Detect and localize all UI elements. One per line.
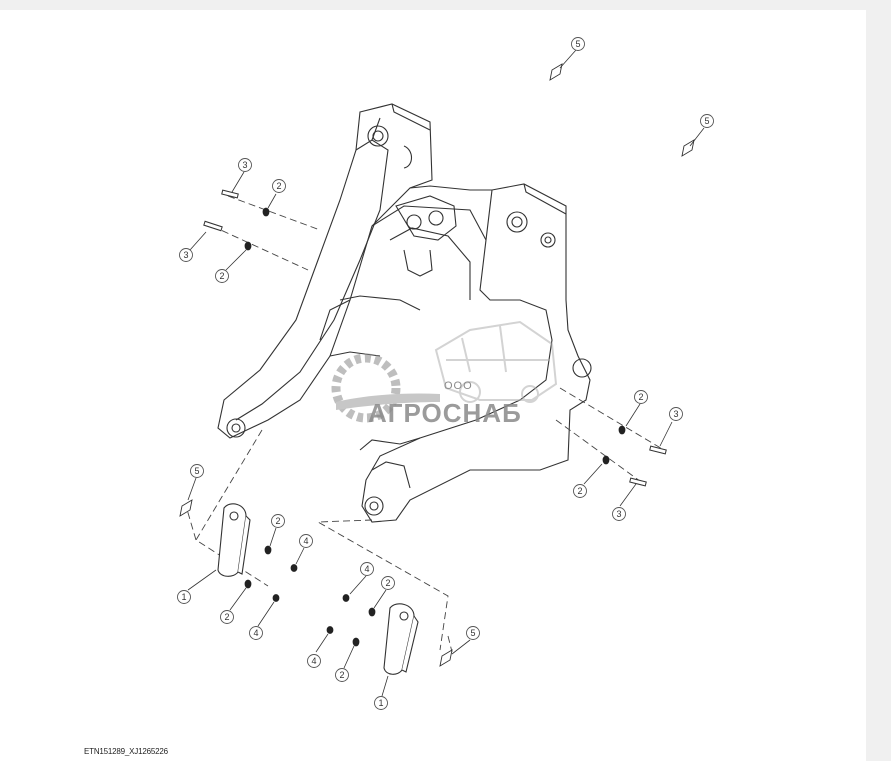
watermark-logo [331, 320, 558, 423]
callout-circle [238, 158, 252, 172]
callout-10: 3 [612, 507, 626, 521]
callout-circle [249, 626, 263, 640]
callout-number: 2 [219, 271, 224, 281]
callout-circle [335, 668, 349, 682]
callout-circle [669, 407, 683, 421]
callout-number: 1 [378, 698, 383, 708]
callout-number: 5 [470, 628, 475, 638]
callout-leaders [187, 49, 705, 697]
callout-number: 5 [575, 39, 580, 49]
watermark-prefix: ООО [444, 380, 473, 392]
callout-22: 5 [466, 626, 480, 640]
callout-number: 2 [275, 516, 280, 526]
boom-frame [217, 103, 592, 523]
callouts: 5 5 3 2 3 2 2 3 2 3 5 2 4 1 2 4 4 2 4 2 1 5 [177, 37, 714, 710]
callout-circle [374, 696, 388, 710]
callout-circle [571, 37, 585, 51]
callout-circle [190, 464, 204, 478]
washers-and-nuts [244, 207, 626, 647]
callout-number: 4 [303, 536, 308, 546]
callout-circle [299, 534, 313, 548]
callout-12: 2 [271, 514, 285, 528]
callout-16: 4 [249, 626, 263, 640]
callout-circle [272, 179, 286, 193]
plate-right [383, 603, 419, 675]
callout-15: 2 [220, 610, 234, 624]
callout-11: 5 [190, 464, 204, 478]
callout-number: 2 [224, 612, 229, 622]
bolts [203, 189, 667, 487]
callout-13: 4 [299, 534, 313, 548]
callout-circle [220, 610, 234, 624]
gear-icon [331, 353, 440, 423]
callout-number: 2 [577, 486, 582, 496]
callout-number: 3 [673, 409, 678, 419]
callout-circle [634, 390, 648, 404]
callout-number: 2 [385, 578, 390, 588]
plate-left [217, 503, 251, 577]
callout-number: 3 [242, 160, 247, 170]
callout-circle [700, 114, 714, 128]
callout-20: 2 [335, 668, 349, 682]
callout-3: 3 [238, 158, 252, 172]
callout-2: 5 [700, 114, 714, 128]
callout-6: 2 [215, 269, 229, 283]
callout-circle [466, 626, 480, 640]
callout-7: 2 [634, 390, 648, 404]
shims [179, 63, 695, 667]
callout-number: 1 [181, 592, 186, 602]
callout-number: 4 [364, 564, 369, 574]
callout-17: 4 [360, 562, 374, 576]
callout-circle [307, 654, 321, 668]
callout-number: 2 [276, 181, 281, 191]
bolt-upper-1 [221, 189, 239, 199]
callout-8: 3 [669, 407, 683, 421]
callout-number: 5 [704, 116, 709, 126]
callout-circle [573, 484, 587, 498]
callout-21: 1 [374, 696, 388, 710]
assembly-lines [185, 195, 665, 653]
callout-18: 2 [381, 576, 395, 590]
callout-number: 2 [638, 392, 643, 402]
bolt-upper-2 [203, 220, 223, 232]
callout-number: 4 [311, 656, 316, 666]
callout-5: 3 [179, 248, 193, 262]
callout-number: 3 [183, 250, 188, 260]
figure-id: ETN151289_XJ1265226 [84, 747, 168, 756]
callout-circle [360, 562, 374, 576]
bolt-right-1 [649, 445, 667, 455]
harvester-icon [434, 320, 558, 403]
callout-number: 5 [194, 466, 199, 476]
callout-circle [177, 590, 191, 604]
diagram-sheet [0, 10, 866, 761]
callout-circle [271, 514, 285, 528]
bolt-right-2 [629, 477, 647, 487]
callout-circle [215, 269, 229, 283]
callout-number: 2 [339, 670, 344, 680]
callout-circle [179, 248, 193, 262]
callout-circle [612, 507, 626, 521]
watermark-name: АГРОСНАБ [368, 398, 522, 428]
callout-1: 5 [571, 37, 585, 51]
callout-number: 3 [616, 509, 621, 519]
callout-number: 4 [253, 628, 258, 638]
callout-circle [381, 576, 395, 590]
callout-14: 1 [177, 590, 191, 604]
callout-9: 2 [573, 484, 587, 498]
callout-19: 4 [307, 654, 321, 668]
callout-4: 2 [272, 179, 286, 193]
